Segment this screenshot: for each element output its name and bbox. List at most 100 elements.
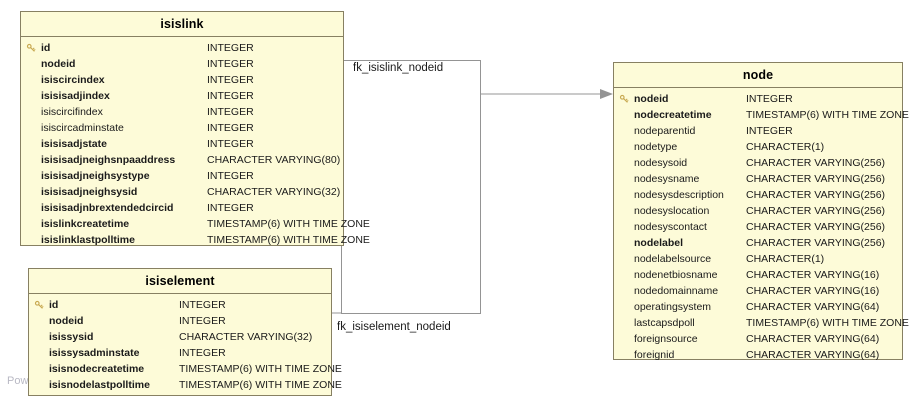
column-type: INTEGER xyxy=(207,106,254,118)
table-row[interactable]: id INTEGER xyxy=(21,40,343,56)
table-row[interactable]: nodetype CHARACTER(1) xyxy=(614,139,902,155)
primary-key-icon xyxy=(21,43,41,54)
column-type: TIMESTAMP(6) WITH TIME ZONE xyxy=(207,218,370,230)
table-row[interactable]: isiscircadminstate INTEGER xyxy=(21,120,343,136)
table-row[interactable]: isisisadjneighsystype INTEGER xyxy=(21,168,343,184)
table-row[interactable]: isisisadjneighsysid CHARACTER VARYING(32… xyxy=(21,184,343,200)
table-row[interactable]: operatingsystem CHARACTER VARYING(64) xyxy=(614,299,902,315)
relationship-routing-box xyxy=(341,60,481,314)
column-type: CHARACTER VARYING(256) xyxy=(746,221,886,233)
table-row[interactable]: isissysadminstate INTEGER xyxy=(29,345,331,361)
table-row[interactable]: nodeid INTEGER xyxy=(29,313,331,329)
column-name: isislinkcreatetime xyxy=(41,218,130,230)
watermark-text: Pow xyxy=(7,375,29,387)
column-name: isiscircindex xyxy=(41,74,105,86)
entity-title-node: node xyxy=(614,63,902,88)
entity-columns-isiselement: id INTEGER nodeid INTEGER isissysid CHAR… xyxy=(29,294,342,397)
column-name: nodesysoid xyxy=(634,157,688,169)
table-row[interactable]: isisisadjindex INTEGER xyxy=(21,88,343,104)
table-row[interactable]: isisisadjnbrextendedcircid INTEGER xyxy=(21,200,343,216)
table-row[interactable]: nodelabel CHARACTER VARYING(256) xyxy=(614,235,902,251)
column-name: isisisadjneighsnpaaddress xyxy=(41,154,176,166)
table-row[interactable]: nodecreatetime TIMESTAMP(6) WITH TIME ZO… xyxy=(614,107,909,123)
column-name: isisisadjnbrextendedcircid xyxy=(41,202,174,214)
table-row[interactable]: nodesysdescription CHARACTER VARYING(256… xyxy=(614,187,902,203)
column-name: isisisadjstate xyxy=(41,138,107,150)
entity-node[interactable]: node nodeid INTEGER nodecreatetime TIMES… xyxy=(613,62,909,361)
table-row[interactable]: isisnodecreatetime TIMESTAMP(6) WITH TIM… xyxy=(29,361,342,377)
relationship-label-fk-isislink-nodeid: fk_isislink_nodeid xyxy=(353,62,444,74)
table-row[interactable]: id INTEGER xyxy=(29,297,331,313)
table-row[interactable]: nodesyscontact CHARACTER VARYING(256) xyxy=(614,219,902,235)
column-type: TIMESTAMP(6) WITH TIME ZONE xyxy=(746,109,909,121)
table-row[interactable]: isisnodelastpolltime TIMESTAMP(6) WITH T… xyxy=(29,377,342,393)
table-row[interactable]: lastcapsdpoll TIMESTAMP(6) WITH TIME ZON… xyxy=(614,315,909,331)
column-type: CHARACTER VARYING(256) xyxy=(746,173,886,185)
column-name: isisnodecreatetime xyxy=(49,363,145,375)
table-row[interactable]: isislinkcreatetime TIMESTAMP(6) WITH TIM… xyxy=(21,216,370,232)
column-name: isissysid xyxy=(49,331,94,343)
table-row[interactable]: nodesysoid CHARACTER VARYING(256) xyxy=(614,155,902,171)
column-type: INTEGER xyxy=(207,202,254,214)
column-type: CHARACTER VARYING(80) xyxy=(207,154,341,166)
table-row[interactable]: isiscircindex INTEGER xyxy=(21,72,343,88)
column-type: TIMESTAMP(6) WITH TIME ZONE xyxy=(207,234,370,246)
column-name: isiscircifindex xyxy=(41,106,103,118)
table-row[interactable]: isisisadjneighsnpaaddress CHARACTER VARY… xyxy=(21,152,343,168)
table-row[interactable]: nodedomainname CHARACTER VARYING(16) xyxy=(614,283,902,299)
table-row[interactable]: nodelabelsource CHARACTER(1) xyxy=(614,251,902,267)
column-type: TIMESTAMP(6) WITH TIME ZONE xyxy=(179,379,342,391)
column-name: lastcapsdpoll xyxy=(634,317,695,329)
column-type: CHARACTER VARYING(256) xyxy=(746,189,886,201)
entity-title-isislink: isislink xyxy=(21,12,343,37)
column-type: CHARACTER VARYING(32) xyxy=(207,186,341,198)
column-name: nodeid xyxy=(49,315,84,327)
column-type: CHARACTER VARYING(32) xyxy=(179,331,313,343)
column-name: nodecreatetime xyxy=(634,109,712,121)
column-type: INTEGER xyxy=(207,122,254,134)
column-name: nodeid xyxy=(634,93,669,105)
column-name: id xyxy=(49,299,59,311)
column-name: nodesyslocation xyxy=(634,205,710,217)
table-row[interactable]: nodesysname CHARACTER VARYING(256) xyxy=(614,171,902,187)
column-name: foreignsource xyxy=(634,333,698,345)
primary-key-icon xyxy=(29,300,49,311)
column-name: isisisadjneighsystype xyxy=(41,170,150,182)
entity-columns-isislink: id INTEGER nodeid INTEGER isiscircindex … xyxy=(21,37,370,252)
table-row[interactable]: isiscircifindex INTEGER xyxy=(21,104,343,120)
column-name: isissysadminstate xyxy=(49,347,140,359)
column-name: foreignid xyxy=(634,349,675,361)
primary-key-icon xyxy=(614,94,634,105)
table-row[interactable]: isislinklastpolltime TIMESTAMP(6) WITH T… xyxy=(21,232,370,248)
column-name: isiscircadminstate xyxy=(41,122,124,134)
column-type: INTEGER xyxy=(207,170,254,182)
column-type: CHARACTER VARYING(256) xyxy=(746,157,886,169)
table-row[interactable]: nodeid INTEGER xyxy=(21,56,343,72)
table-row[interactable]: nodenetbiosname CHARACTER VARYING(16) xyxy=(614,267,902,283)
table-row[interactable]: foreignsource CHARACTER VARYING(64) xyxy=(614,331,902,347)
table-row[interactable]: nodeparentid INTEGER xyxy=(614,123,902,139)
column-name: isisisadjneighsysid xyxy=(41,186,138,198)
table-row[interactable]: nodesyslocation CHARACTER VARYING(256) xyxy=(614,203,902,219)
entity-isiselement[interactable]: isiselement id INTEGER nodeid INTEGER xyxy=(28,268,342,397)
column-type: INTEGER xyxy=(207,58,254,70)
column-type: CHARACTER VARYING(16) xyxy=(746,269,880,281)
column-type: INTEGER xyxy=(179,299,226,311)
table-row[interactable]: nodeid INTEGER xyxy=(614,91,902,107)
entity-isislink[interactable]: isislink id INTEGER nodeid INTEGER xyxy=(20,11,370,246)
column-type: INTEGER xyxy=(207,42,254,54)
column-type: INTEGER xyxy=(179,347,226,359)
column-name: nodetype xyxy=(634,141,678,153)
entity-title-isiselement: isiselement xyxy=(29,269,331,294)
table-row[interactable]: isissysid CHARACTER VARYING(32) xyxy=(29,329,331,345)
relationship-label-fk-isiselement-nodeid: fk_isiselement_nodeid xyxy=(337,321,451,333)
entity-columns-node: nodeid INTEGER nodecreatetime TIMESTAMP(… xyxy=(614,88,909,367)
column-type: CHARACTER(1) xyxy=(746,141,825,153)
table-row[interactable]: foreignid CHARACTER VARYING(64) xyxy=(614,347,902,363)
column-type: INTEGER xyxy=(207,138,254,150)
table-row[interactable]: isisisadjstate INTEGER xyxy=(21,136,343,152)
column-name: nodesysname xyxy=(634,173,700,185)
column-type: INTEGER xyxy=(746,93,793,105)
column-name: isislinklastpolltime xyxy=(41,234,135,246)
column-type: TIMESTAMP(6) WITH TIME ZONE xyxy=(746,317,909,329)
